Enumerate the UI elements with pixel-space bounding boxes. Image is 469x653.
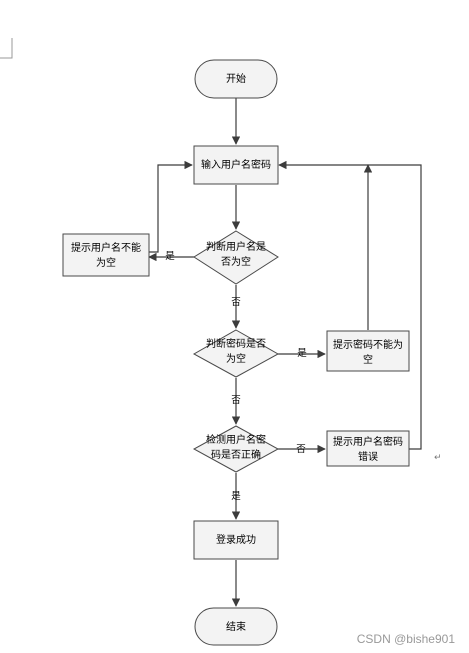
start-label: 开始 bbox=[226, 72, 246, 85]
input-label: 输入用户名密码 bbox=[201, 158, 271, 171]
edge-error-back-to-input bbox=[278, 160, 422, 450]
check-username-decision: 判断用户名是 否为空 bbox=[193, 230, 279, 285]
edge-label-pwd-empty-yes: 是 bbox=[297, 348, 307, 359]
paragraph-mark: ↵ bbox=[434, 453, 442, 463]
edge-label-verify-no: 否 bbox=[296, 444, 306, 455]
warn-password-line2: 空 bbox=[363, 353, 373, 366]
edge-label-user-empty-yes: 是 bbox=[165, 251, 175, 262]
verify-line1: 检测用户名密 bbox=[206, 433, 266, 446]
error-line2: 错误 bbox=[358, 450, 378, 463]
csdn-watermark: CSDN @bishe901 bbox=[357, 632, 456, 646]
start-node: 开始 bbox=[194, 59, 278, 99]
verify-line2: 码是否正确 bbox=[211, 448, 261, 461]
edge-label-pwd-empty-no: 否 bbox=[231, 395, 241, 406]
edge-label-verify-yes: 是 bbox=[231, 491, 241, 502]
warn-username-line1: 提示用户名不能 bbox=[71, 241, 141, 254]
edge-warn-user-back-to-input bbox=[149, 160, 193, 253]
warn-username-node: 提示用户名不能 为空 bbox=[62, 233, 150, 277]
edge-label-user-empty-no: 否 bbox=[231, 297, 241, 308]
check-username-line2: 否为空 bbox=[221, 255, 251, 268]
check-username-line1: 判断用户名是 bbox=[206, 240, 266, 253]
credentials-error-node: 提示用户名密码 错误 bbox=[326, 430, 410, 467]
end-node: 结束 bbox=[194, 607, 278, 646]
check-password-line1: 判断密码是否 bbox=[206, 337, 266, 350]
warn-password-node: 提示密码不能为 空 bbox=[326, 330, 410, 372]
success-label: 登录成功 bbox=[216, 533, 256, 546]
connectors bbox=[148, 98, 422, 607]
check-password-decision: 判断密码是否 为空 bbox=[192, 329, 280, 378]
warn-username-line2: 为空 bbox=[96, 256, 116, 269]
input-node: 输入用户名密码 bbox=[193, 145, 279, 185]
warn-password-line1: 提示密码不能为 bbox=[333, 338, 403, 351]
error-line1: 提示用户名密码 bbox=[333, 435, 403, 448]
page-corner-mark bbox=[0, 38, 13, 59]
check-password-line2: 为空 bbox=[226, 352, 246, 365]
verify-credentials-decision: 检测用户名密 码是否正确 bbox=[192, 425, 280, 473]
login-success-node: 登录成功 bbox=[193, 520, 279, 560]
end-label: 结束 bbox=[226, 620, 246, 633]
